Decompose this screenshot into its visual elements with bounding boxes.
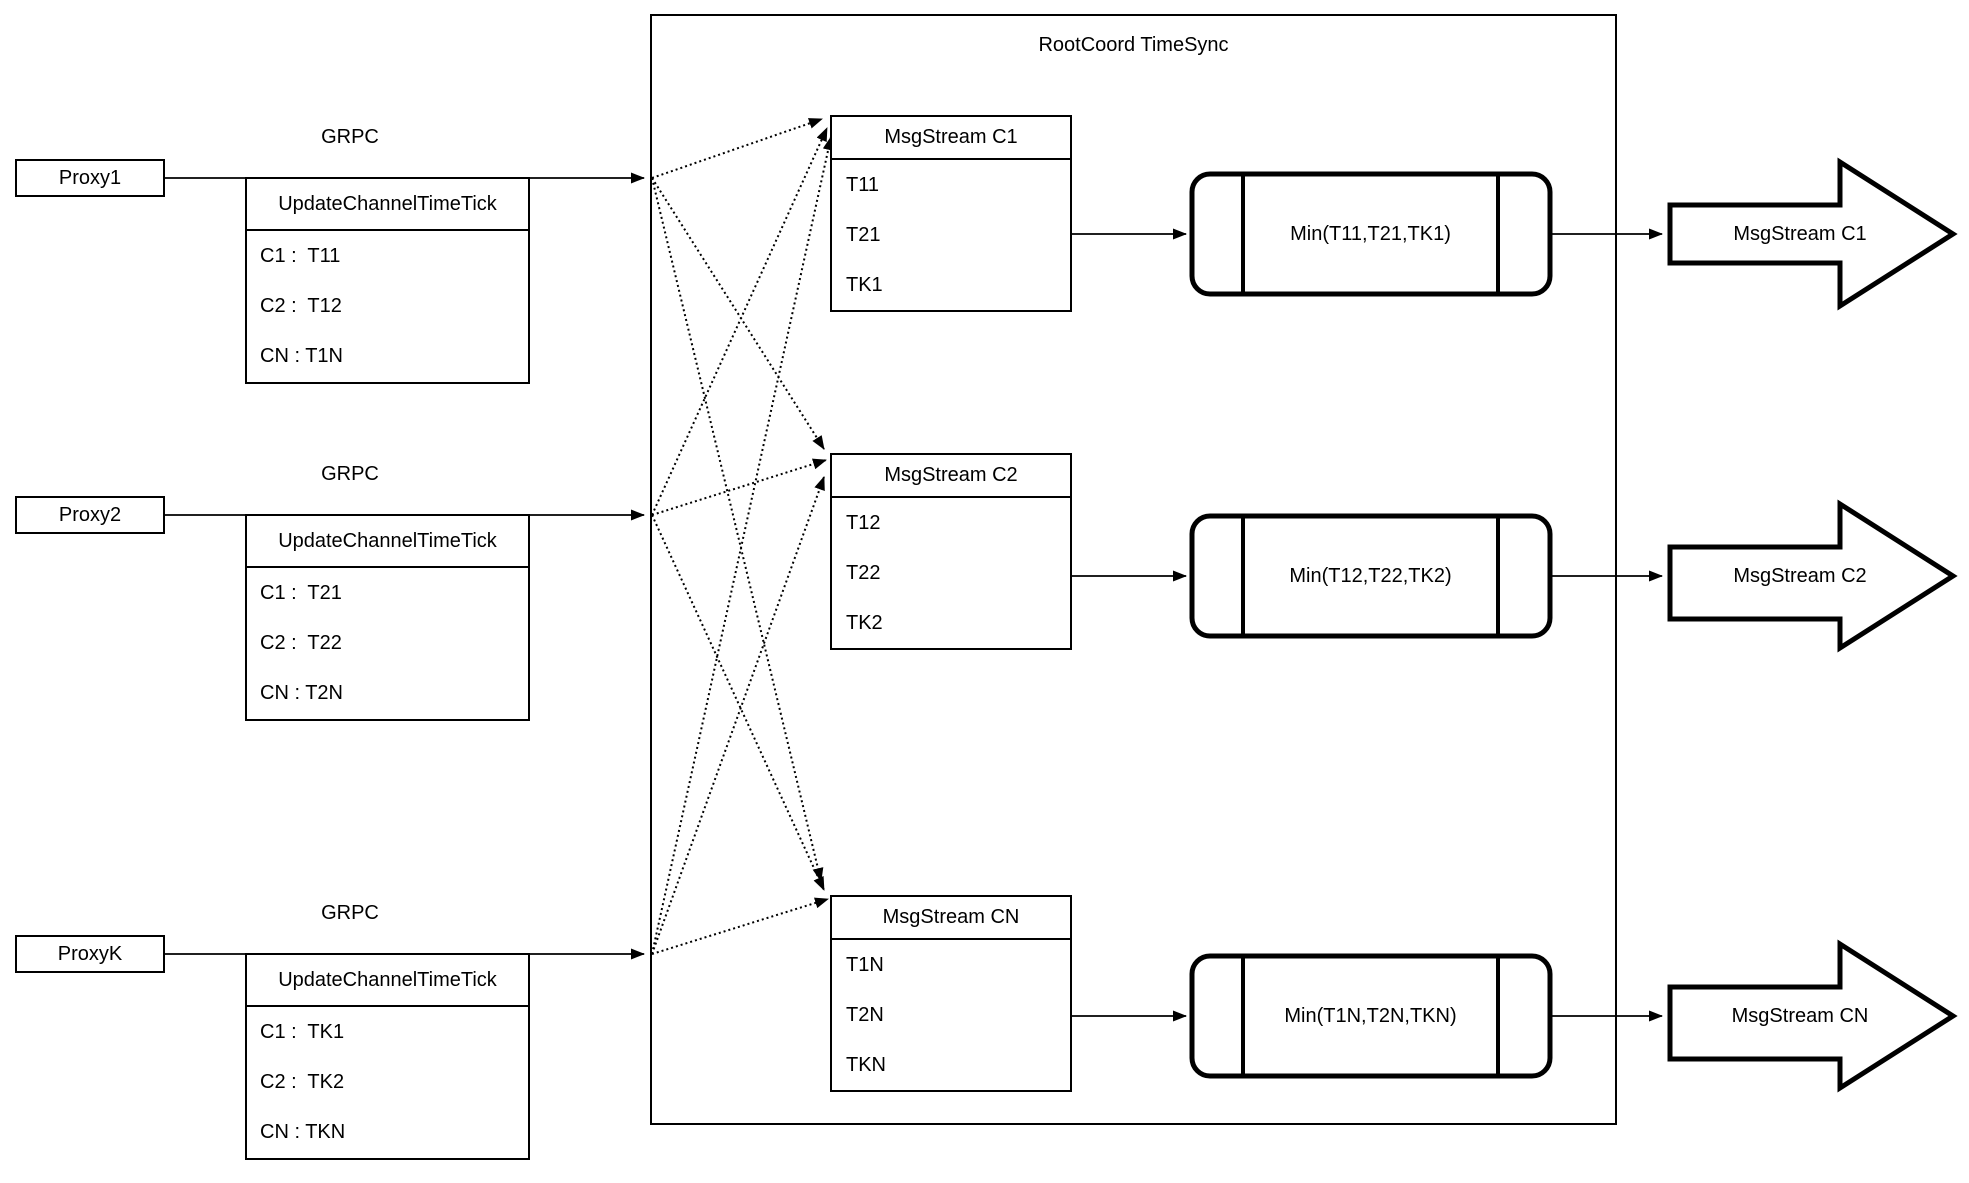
grpc-label: GRPC bbox=[321, 463, 379, 485]
msgstream-table-cn: MsgStream CN T1N T2N TKN bbox=[830, 895, 1072, 1092]
p2-to-cn-dotted bbox=[651, 514, 825, 891]
fanout-dotted-arrows bbox=[651, 118, 834, 955]
update-table-row: CN : T1N bbox=[260, 345, 343, 368]
update-channel-timetick-table-proxyk: UpdateChannelTimeTick C1 : TK1 C2 : TK2 … bbox=[245, 953, 530, 1160]
msgstream-table-row: T2N bbox=[846, 1003, 884, 1026]
update-table-row: C1 : T21 bbox=[260, 581, 342, 604]
update-table-row: CN : T2N bbox=[260, 682, 343, 705]
msgstream-table-row: T22 bbox=[846, 561, 881, 584]
output-arrow-label-cn: MsgStream CN bbox=[1731, 1004, 1869, 1027]
update-table-header: UpdateChannelTimeTick bbox=[247, 955, 528, 1007]
msgstream-table-c2: MsgStream C2 T12 T22 TK2 bbox=[830, 453, 1072, 650]
msgstream-table-row: T21 bbox=[846, 223, 881, 246]
min-box-label-cn: Min(T1N,T2N,TKN) bbox=[1284, 1004, 1457, 1027]
update-channel-timetick-table-proxy2: UpdateChannelTimeTick C1 : T21 C2 : T22 … bbox=[245, 514, 530, 721]
msgstream-table-c1: MsgStream C1 T11 T21 TK1 bbox=[830, 115, 1072, 312]
min-box-label-c2: Min(T12,T22,TK2) bbox=[1289, 564, 1452, 587]
msgstream-table-row: TK2 bbox=[846, 611, 883, 634]
msgstream-table-header: MsgStream C2 bbox=[832, 455, 1070, 498]
min-capsules bbox=[1189, 171, 1553, 1079]
output-arrow-c2 bbox=[1667, 499, 1958, 653]
proxy-box-proxy2: Proxy2 bbox=[15, 496, 165, 534]
msgstream-table-row: TKN bbox=[846, 1053, 886, 1076]
table-to-min-lines bbox=[1072, 228, 1187, 1022]
update-table-row: C2 : TK2 bbox=[260, 1070, 345, 1093]
grpc-label: GRPC bbox=[321, 902, 379, 924]
update-channel-timetick-table-proxy1: UpdateChannelTimeTick C1 : T11 C2 : T12 … bbox=[245, 177, 530, 384]
output-arrow-label-c2: MsgStream C2 bbox=[1733, 564, 1867, 587]
min-box-cn bbox=[1189, 953, 1553, 1079]
p1-to-c2-dotted bbox=[651, 177, 825, 450]
msgstream-table-header: MsgStream CN bbox=[832, 897, 1070, 940]
update-table-row: C2 : T22 bbox=[260, 631, 342, 654]
min-box-c1 bbox=[1189, 171, 1553, 297]
p2-to-c1-dotted bbox=[651, 127, 828, 516]
output-arrow-label-c1: MsgStream C1 bbox=[1733, 222, 1867, 245]
proxy-box-proxyk: ProxyK bbox=[15, 935, 165, 973]
proxy-box-proxy1: Proxy1 bbox=[15, 159, 165, 197]
update-table-row: C1 : T11 bbox=[260, 244, 341, 267]
rootcoord-title: RootCoord TimeSync bbox=[1038, 34, 1229, 56]
pk-to-c1-dotted bbox=[651, 136, 834, 955]
output-arrow-c1 bbox=[1667, 157, 1958, 311]
msgstream-table-row: TK1 bbox=[846, 273, 883, 296]
p1-to-cn-dotted bbox=[651, 177, 824, 882]
msgstream-table-row: T12 bbox=[846, 511, 881, 534]
min-box-c2 bbox=[1189, 513, 1553, 639]
msgstream-table-row: T11 bbox=[846, 173, 879, 196]
msgstream-table-row: T1N bbox=[846, 953, 884, 976]
grpc-label: GRPC bbox=[321, 126, 379, 148]
output-arrow-cn bbox=[1667, 939, 1958, 1093]
update-table-row: C2 : T12 bbox=[260, 294, 342, 317]
update-table-row: CN : TKN bbox=[260, 1121, 346, 1144]
update-table-row: C1 : TK1 bbox=[260, 1020, 345, 1043]
rootcoord-box bbox=[650, 14, 1617, 1125]
update-table-header: UpdateChannelTimeTick bbox=[247, 179, 528, 231]
pk-to-cn-dotted bbox=[651, 897, 829, 955]
update-table-header: UpdateChannelTimeTick bbox=[247, 516, 528, 568]
min-to-output-lines bbox=[1550, 228, 1663, 1022]
min-box-label-c1: Min(T11,T21,TK1) bbox=[1290, 222, 1451, 245]
msgstream-table-header: MsgStream C1 bbox=[832, 117, 1070, 160]
p2-to-c2-dotted bbox=[651, 458, 827, 516]
output-block-arrows bbox=[1667, 157, 1958, 1093]
